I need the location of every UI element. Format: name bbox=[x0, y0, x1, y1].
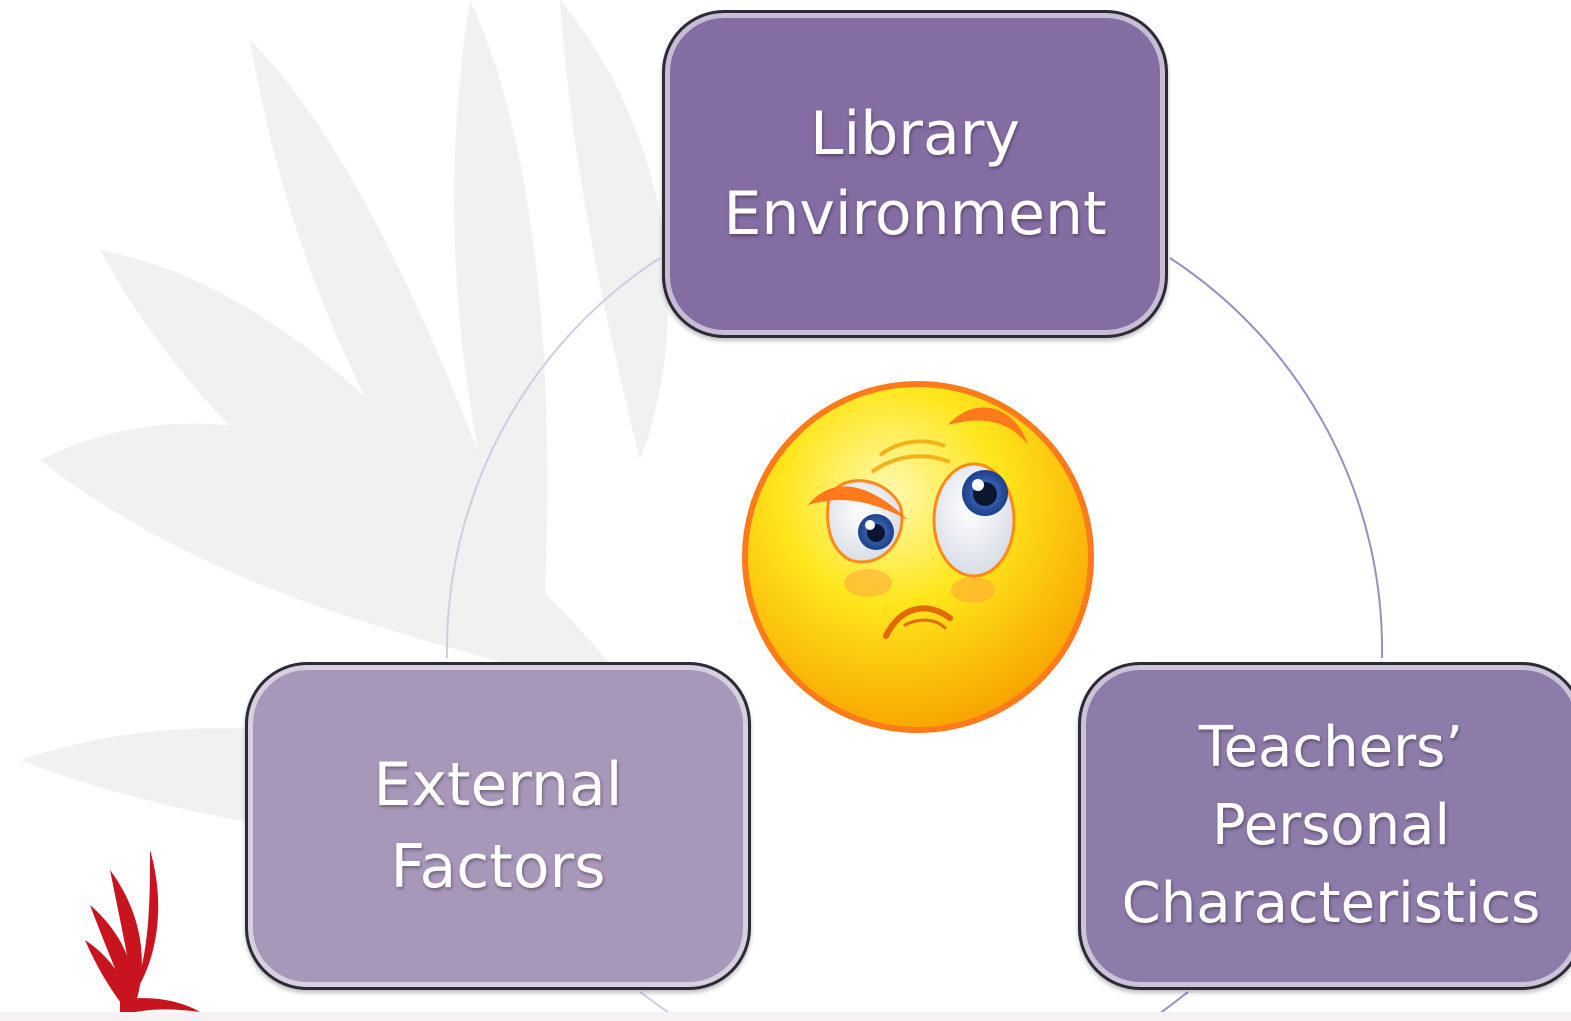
node-label-line: Factors bbox=[390, 832, 606, 902]
connector-arc-top-left bbox=[445, 257, 661, 659]
node-label-line: Personal bbox=[1211, 793, 1451, 858]
node-external-factors: External Factors bbox=[245, 662, 751, 990]
node-teachers-personal-characteristics: Teachers’ Personal Characteristics bbox=[1078, 662, 1571, 990]
leaf-watermark-icon bbox=[20, 0, 669, 860]
node-label-line: Environment bbox=[723, 179, 1107, 249]
node-library-environment: Library Environment bbox=[662, 10, 1168, 338]
confused-face-icon bbox=[742, 381, 1094, 733]
node-label-line: External bbox=[373, 750, 623, 820]
node-label-line: Library bbox=[810, 99, 1020, 169]
node-label-line: Characteristics bbox=[1121, 871, 1541, 936]
footer-strip bbox=[0, 1012, 1571, 1021]
red-flame-logo-icon bbox=[85, 850, 200, 1016]
node-label-line: Teachers’ bbox=[1198, 715, 1464, 780]
connector-arc-top-right bbox=[1169, 257, 1384, 659]
